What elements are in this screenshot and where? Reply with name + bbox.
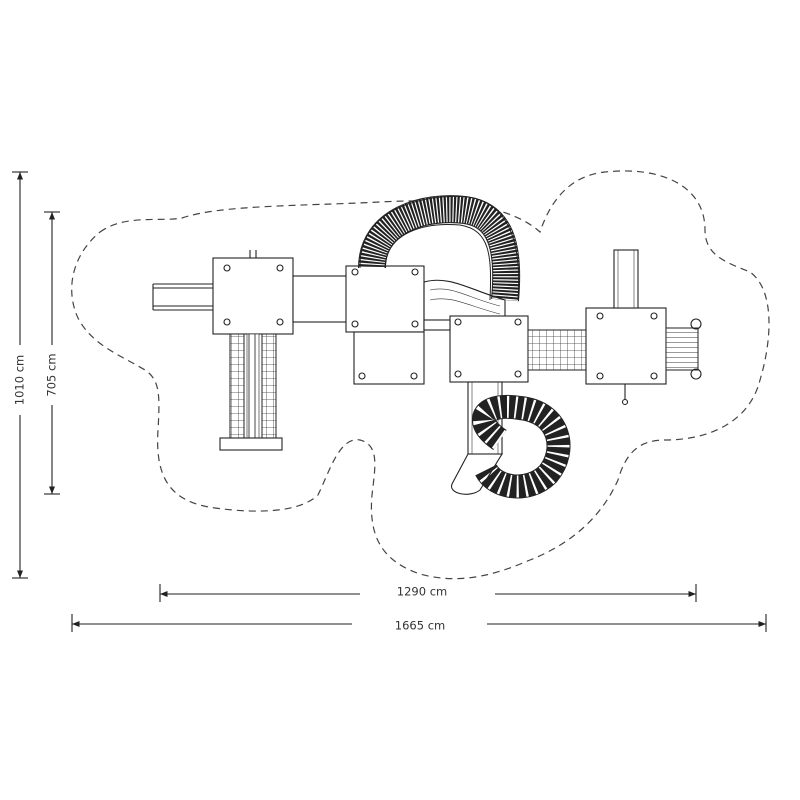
safety-zone-outline xyxy=(71,170,770,580)
right-top-slide xyxy=(613,249,639,309)
arched-tunnel xyxy=(358,195,521,302)
label-overall-depth: 1010 cm xyxy=(13,355,27,405)
label-structure-depth: 705 cm xyxy=(45,353,59,396)
center-right-deck xyxy=(449,315,529,383)
left-bridge xyxy=(292,275,349,323)
right-tower-deck xyxy=(585,307,667,385)
net-climber-base xyxy=(219,437,283,451)
right-net-bridge xyxy=(527,329,587,371)
lower-platform xyxy=(353,331,425,385)
label-overall-width: 1665 cm xyxy=(395,619,445,633)
play-structure xyxy=(152,195,702,499)
left-tower-deck xyxy=(212,257,294,335)
tube-slide xyxy=(451,381,571,499)
label-structure-width: 1290 cm xyxy=(397,585,447,599)
left-entry-rails xyxy=(152,283,213,311)
right-ladder xyxy=(665,318,702,380)
